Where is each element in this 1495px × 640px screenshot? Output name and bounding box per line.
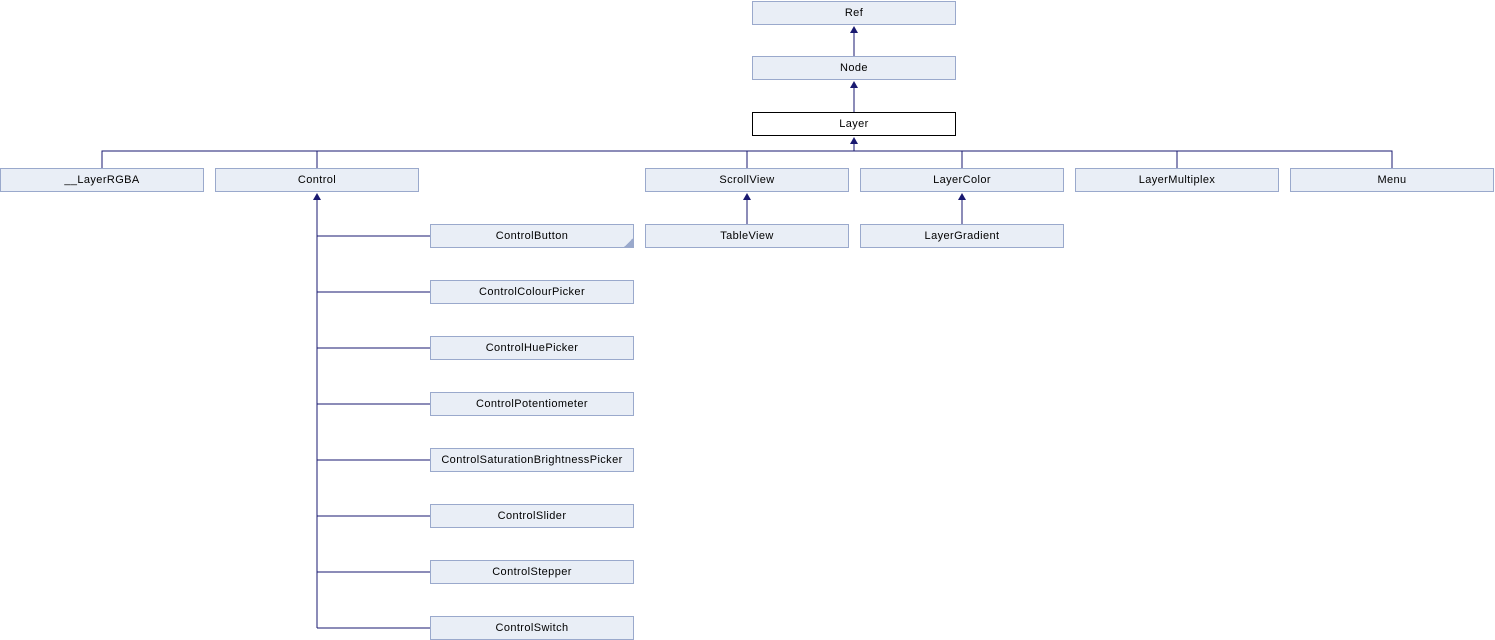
class-node-label: ScrollView [719, 174, 775, 186]
class-node-Node[interactable]: Node [752, 56, 956, 80]
class-node-label: LayerMultiplex [1138, 174, 1216, 186]
class-node-label: ControlColourPicker [478, 286, 586, 298]
class-node-label: LayerGradient [924, 230, 1000, 242]
class-node-label: TableView [720, 230, 774, 242]
class-node-label: ControlSlider [497, 510, 567, 522]
class-node-label: __LayerRGBA [64, 174, 140, 186]
class-node-label: ControlPotentiometer [476, 398, 588, 410]
class-node-label: ControlSaturationBrightnessPicker [441, 454, 623, 466]
class-node-label: Control [297, 174, 337, 186]
class-node-Menu[interactable]: Menu [1290, 168, 1494, 192]
class-node-ControlHuePicker[interactable]: ControlHuePicker [430, 336, 634, 360]
class-node-TableView[interactable]: TableView [645, 224, 849, 248]
class-node-label: LayerColor [933, 174, 991, 186]
class-node-ControlSwitch[interactable]: ControlSwitch [430, 616, 634, 640]
class-node-ControlButton[interactable]: ControlButton [430, 224, 634, 248]
class-node-Ref[interactable]: Ref [752, 1, 956, 25]
class-node-label: Menu [1377, 174, 1407, 186]
class-node-ControlSlider[interactable]: ControlSlider [430, 504, 634, 528]
class-node-LayerColor[interactable]: LayerColor [860, 168, 1064, 192]
class-node-LayerMultiplex[interactable]: LayerMultiplex [1075, 168, 1279, 192]
class-node-label: ControlStepper [492, 566, 572, 578]
class-node-label: Ref [844, 7, 864, 19]
class-node-ControlStepper[interactable]: ControlStepper [430, 560, 634, 584]
class-node-ControlColourPicker[interactable]: ControlColourPicker [430, 280, 634, 304]
class-node-label: Layer [839, 118, 869, 130]
class-node-ScrollView[interactable]: ScrollView [645, 168, 849, 192]
class-node-label: ControlSwitch [495, 622, 569, 634]
class-node-Control[interactable]: Control [215, 168, 419, 192]
class-node-label: ControlHuePicker [485, 342, 579, 354]
class-node-ControlSaturationBrightnessPicker[interactable]: ControlSaturationBrightnessPicker [430, 448, 634, 472]
class-node-ControlPotentiometer[interactable]: ControlPotentiometer [430, 392, 634, 416]
class-node-label: Node [840, 62, 868, 74]
class-node-__LayerRGBA[interactable]: __LayerRGBA [0, 168, 204, 192]
class-node-LayerGradient[interactable]: LayerGradient [860, 224, 1064, 248]
class-node-Layer: Layer [752, 112, 956, 136]
truncated-fold-icon [624, 238, 633, 247]
class-node-label: ControlButton [495, 230, 569, 242]
